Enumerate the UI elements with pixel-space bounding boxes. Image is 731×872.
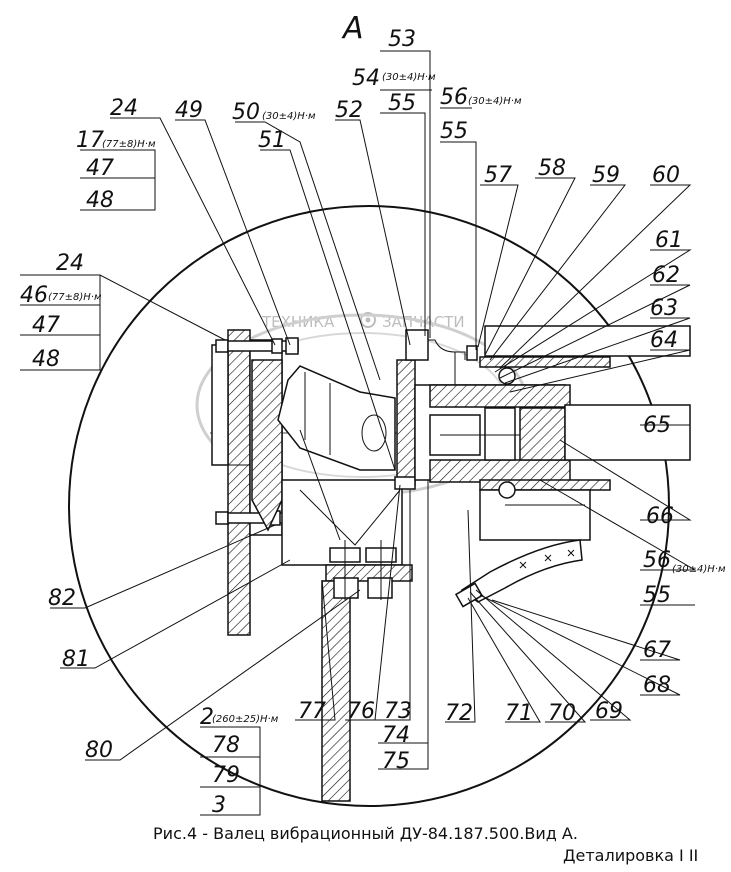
label-66: 66 — [646, 504, 674, 529]
label-63: 63 — [650, 296, 678, 321]
label-82: 82 — [48, 586, 76, 611]
label-56-a: 56 — [440, 85, 468, 110]
label-81: 81 — [62, 647, 90, 672]
label-24-a: 24 — [110, 96, 138, 121]
footer-detail-label: Деталировка I II — [563, 846, 699, 865]
label-78: 78 — [212, 733, 240, 758]
bearing-housing — [414, 384, 571, 483]
label-64: 64 — [650, 328, 678, 353]
label-59: 59 — [592, 163, 620, 188]
label-52: 52 — [335, 98, 363, 123]
label-3: 3 — [212, 793, 226, 818]
leader-lines — [20, 50, 697, 816]
label-56-b-torque: (30±4)Н·м — [672, 564, 726, 575]
label-79: 79 — [212, 763, 240, 788]
rubber-element — [251, 359, 283, 532]
label-53: 53 — [388, 27, 416, 52]
bolt-group-upper — [215, 337, 299, 355]
label-51: 51 — [258, 128, 286, 153]
label-17: 17 — [76, 128, 104, 153]
label-46-torque: (77±8)Н·м — [48, 292, 102, 303]
label-24-b: 24 — [56, 251, 84, 276]
label-56-b: 56 — [643, 548, 671, 573]
label-54-torque: (30±4)Н·м — [382, 72, 436, 83]
label-55-b: 55 — [440, 119, 468, 144]
figure-caption: Рис.4 - Валец вибрационный ДУ-84.187.500… — [153, 824, 578, 843]
label-61: 61 — [655, 228, 683, 253]
mount-bolts — [329, 540, 397, 600]
label-17-torque: (77±8)Н·м — [102, 139, 156, 150]
label-71: 71 — [505, 701, 533, 726]
label-67: 67 — [643, 638, 671, 663]
gear-logo-icon — [360, 312, 376, 328]
label-56-a-torque: (30±4)Н·м — [468, 96, 522, 107]
part-labels: 53 54 (30±4)Н·м 55 56 (30±4)Н·м 55 24 49… — [20, 27, 726, 818]
bearing-ball-bottom — [498, 481, 516, 499]
label-55-a: 55 — [388, 91, 416, 116]
drive-shaft — [564, 404, 691, 461]
label-48-b: 48 — [32, 347, 60, 372]
label-69: 69 — [595, 699, 623, 724]
label-46: 46 — [20, 283, 48, 308]
label-50-torque: (30±4)Н·м — [262, 111, 316, 122]
label-74: 74 — [382, 723, 410, 748]
label-47-a: 47 — [86, 156, 114, 181]
label-68: 68 — [643, 673, 671, 698]
label-49: 49 — [175, 98, 203, 123]
label-80: 80 — [85, 738, 113, 763]
view-label: А — [341, 11, 364, 46]
label-72: 72 — [445, 701, 473, 726]
label-62: 62 — [652, 263, 680, 288]
label-77: 77 — [298, 699, 326, 724]
label-2-torque: (260±25)Н·м — [212, 714, 279, 725]
label-65: 65 — [643, 413, 671, 438]
support-ribs — [299, 429, 401, 546]
label-50: 50 — [232, 100, 260, 125]
detail-circle — [68, 205, 670, 807]
label-60: 60 — [652, 163, 680, 188]
label-75: 75 — [382, 749, 410, 774]
label-57: 57 — [484, 163, 512, 188]
label-73: 73 — [384, 699, 412, 724]
label-54: 54 — [352, 66, 380, 91]
hydraulic-hose — [460, 539, 583, 603]
label-76: 76 — [347, 699, 375, 724]
label-58: 58 — [538, 156, 566, 181]
flange — [396, 359, 416, 486]
bearing-ball-top — [498, 367, 516, 385]
label-47-b: 47 — [32, 313, 60, 338]
label-70: 70 — [548, 701, 576, 726]
label-55-c: 55 — [643, 583, 671, 608]
grease-pipe-top — [428, 339, 466, 385]
label-48-a: 48 — [86, 188, 114, 213]
label-2: 2 — [200, 705, 214, 730]
